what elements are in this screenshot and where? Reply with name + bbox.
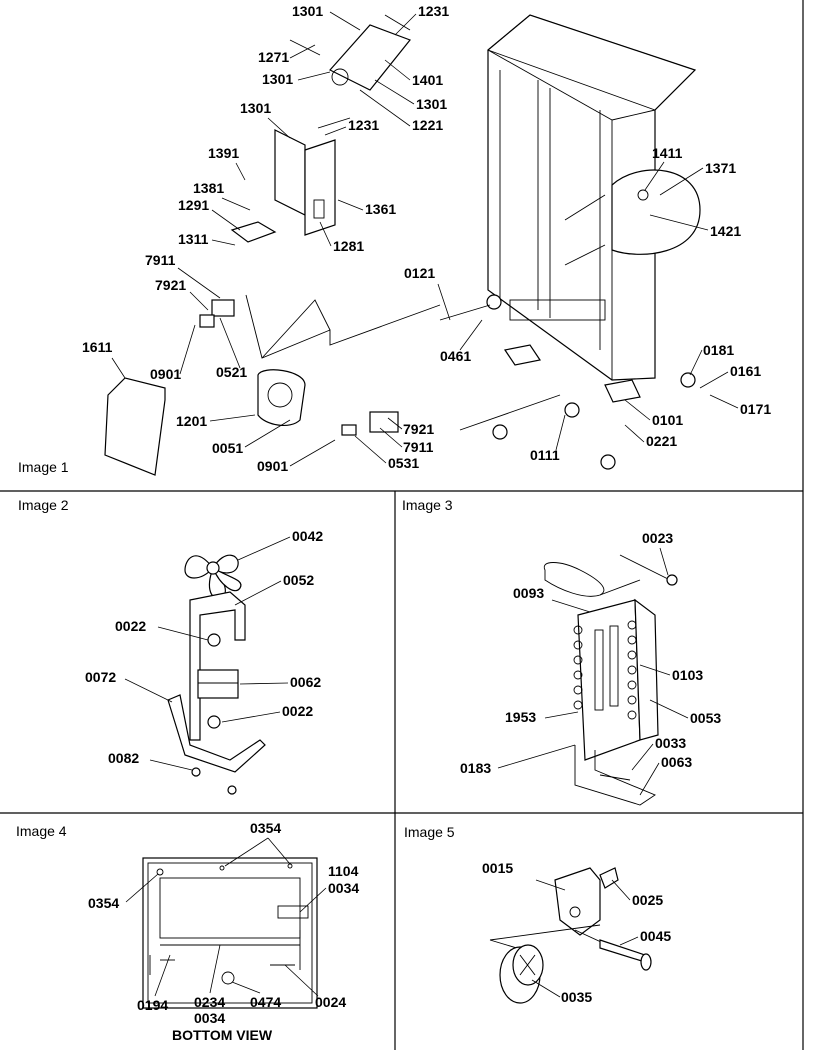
part-label: 1301: [292, 3, 323, 19]
image-5-labels: 0015 0025 0045 0035 Image 5: [404, 824, 671, 1005]
image-1-drawing: [104, 14, 701, 476]
image-5-leaders: [531, 879, 639, 998]
image-1-labels: 1301 1231 1271 1401 1301 1301 1221 1301 …: [18, 3, 771, 475]
image-5-drawing: [489, 867, 652, 1004]
part-label: 0022: [282, 703, 313, 719]
part-label: 0221: [646, 433, 677, 449]
part-label: 7911: [403, 439, 434, 455]
part-label: 7921: [403, 421, 434, 437]
part-label: 1301: [262, 71, 293, 87]
part-label: 0015: [482, 860, 513, 876]
part-label: 1411: [652, 145, 683, 161]
image-2-drawing: [167, 554, 266, 795]
part-label: 0023: [642, 530, 673, 546]
part-label: 0033: [655, 735, 686, 751]
part-label: 0045: [640, 928, 671, 944]
part-label: 0024: [315, 994, 346, 1010]
part-label: 7911: [145, 252, 176, 268]
part-label: 1301: [240, 100, 271, 116]
part-label: 0461: [440, 348, 471, 364]
part-label: 1381: [193, 180, 224, 196]
part-label: 0072: [85, 669, 116, 685]
part-label: 0034: [328, 880, 359, 896]
part-label: 0042: [292, 528, 323, 544]
part-label: 1104: [328, 863, 359, 879]
part-label: 1361: [365, 201, 396, 217]
panel-caption: Image 1: [18, 459, 69, 475]
part-label: 0103: [672, 667, 703, 683]
part-label: 1231: [418, 3, 449, 19]
part-label: 0161: [730, 363, 761, 379]
panel-caption: Image 4: [16, 823, 67, 839]
image-3-labels: 0023 0093 0103 1953 0053 0033 0183 0063 …: [402, 497, 721, 776]
part-label: 0051: [212, 440, 243, 456]
part-label: 1371: [705, 160, 736, 176]
part-label: 0121: [404, 265, 435, 281]
part-label: 1301: [416, 96, 447, 112]
part-label: 1611: [82, 339, 113, 355]
part-label: 1291: [178, 197, 209, 213]
image-4-leaders: [125, 837, 327, 997]
part-label: 1421: [710, 223, 741, 239]
view-caption: BOTTOM VIEW: [172, 1027, 273, 1043]
image-2-labels: 0042 0052 0022 0072 0062 0022 0082 Image…: [18, 497, 323, 766]
part-label: 0025: [632, 892, 663, 908]
part-label: 1311: [178, 231, 209, 247]
part-label: 0183: [460, 760, 491, 776]
part-label: 0531: [388, 455, 419, 471]
part-label: 0063: [661, 754, 692, 770]
part-label: 1221: [412, 117, 443, 133]
part-label: 0181: [703, 342, 734, 358]
part-label: 1391: [208, 145, 239, 161]
part-label: 1231: [348, 117, 379, 133]
part-label: 0194: [137, 997, 168, 1013]
part-label: 0111: [530, 447, 560, 463]
part-label: 0234: [194, 994, 225, 1010]
image-1-leaders: [111, 11, 739, 467]
part-label: 0171: [740, 401, 771, 417]
panel-caption: Image 3: [402, 497, 453, 513]
part-label: 0022: [115, 618, 146, 634]
image-4-labels: 0354 0354 1104 0034 0194 0234 0034 0474 …: [16, 820, 359, 1043]
part-label: 1953: [505, 709, 536, 725]
part-label: 1271: [258, 49, 289, 65]
part-label: 1401: [412, 72, 443, 88]
part-label: 0052: [283, 572, 314, 588]
image-3-drawing: [543, 554, 678, 806]
part-label: 0521: [216, 364, 247, 380]
panel-caption: Image 5: [404, 824, 455, 840]
part-label: 0354: [88, 895, 119, 911]
part-label: 0354: [250, 820, 281, 836]
part-label: 0901: [150, 366, 181, 382]
part-label: 0053: [690, 710, 721, 726]
part-label: 0093: [513, 585, 544, 601]
image-2-leaders: [124, 536, 291, 771]
part-label: 1281: [333, 238, 364, 254]
part-label: 0034: [194, 1010, 225, 1026]
part-label: 0474: [250, 994, 281, 1010]
part-label: 0101: [652, 412, 683, 428]
image-3-leaders: [497, 547, 689, 796]
panel-caption: Image 2: [18, 497, 69, 513]
image-4-drawing: [142, 857, 318, 1009]
part-label: 0062: [290, 674, 321, 690]
part-label: 7921: [155, 277, 186, 293]
part-label: 0901: [257, 458, 288, 474]
part-label: 1201: [176, 413, 207, 429]
part-label: 0082: [108, 750, 139, 766]
part-label: 0035: [561, 989, 592, 1005]
